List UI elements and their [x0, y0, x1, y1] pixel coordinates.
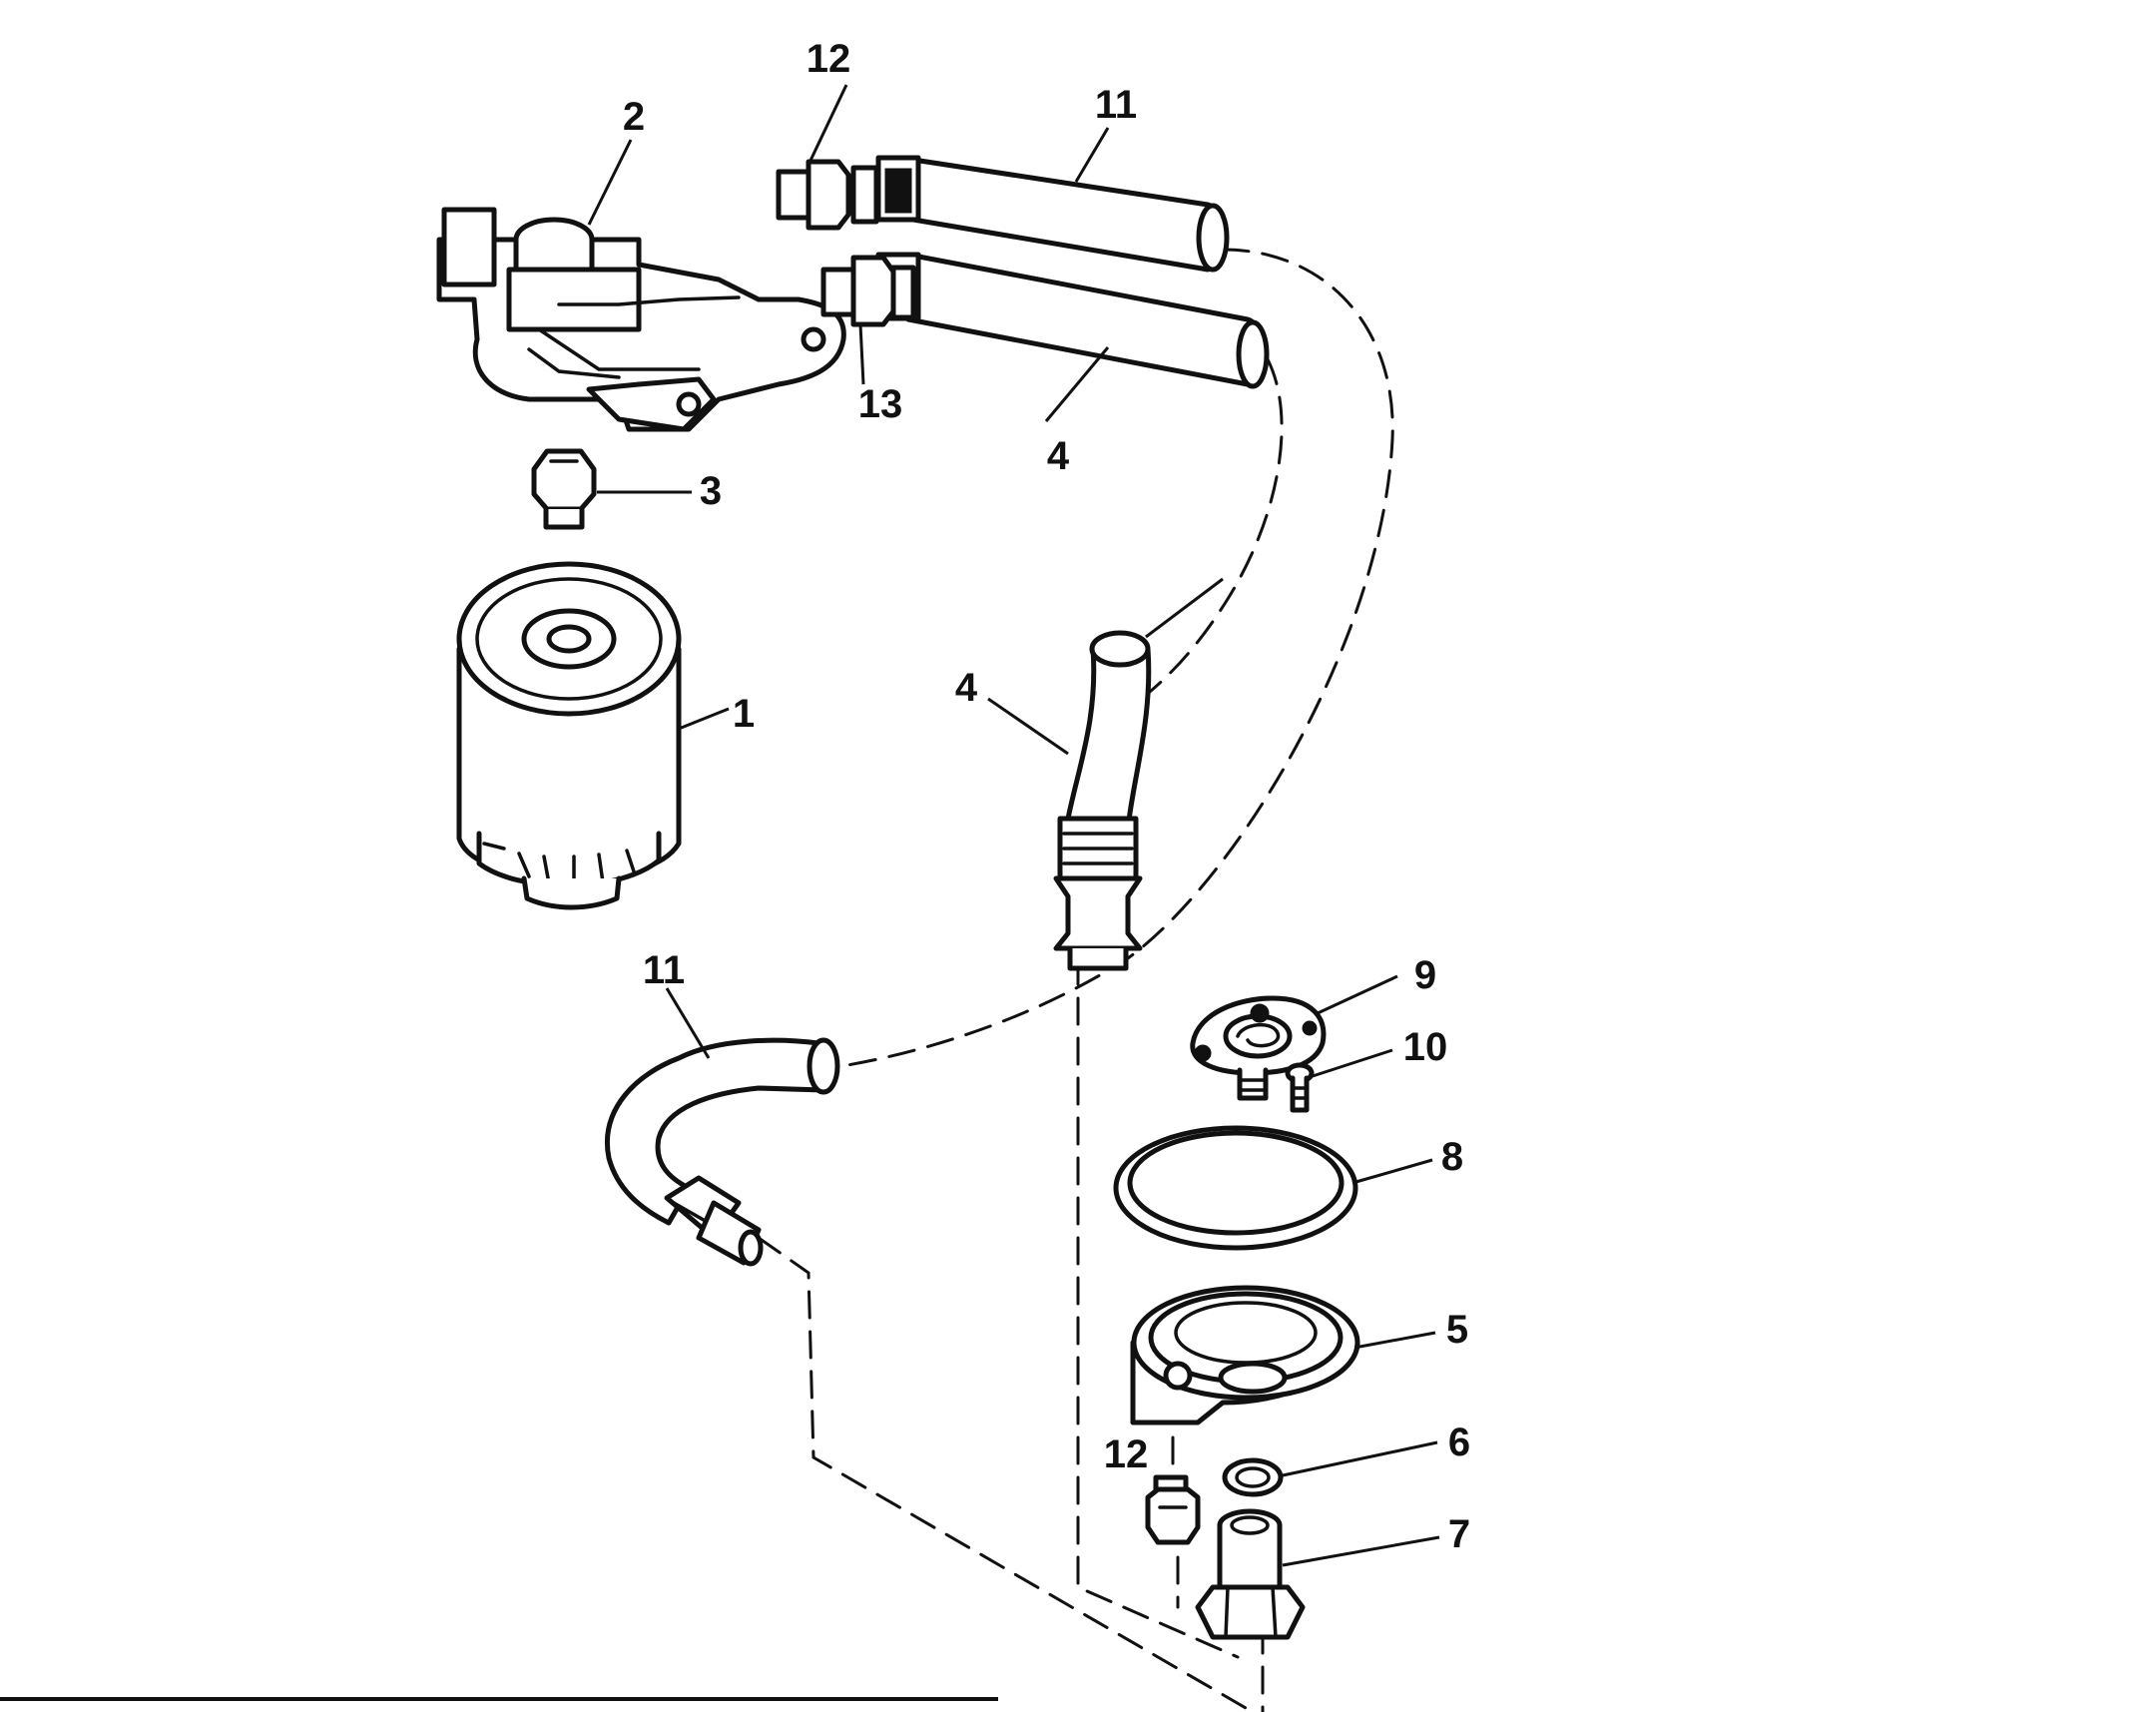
fitting-12-top: [776, 159, 879, 231]
callout-12-top: 12: [807, 37, 851, 81]
callout-1: 1: [733, 692, 755, 736]
callout-12-bottom: 12: [1104, 1432, 1149, 1476]
callout-3: 3: [700, 469, 722, 513]
callout-11-bottom: 11: [643, 948, 685, 992]
upper-hose-11: [875, 155, 1230, 273]
fitting-13-top: [820, 255, 916, 327]
center-bolt: [1195, 1508, 1306, 1640]
callout-4-top: 4: [1047, 434, 1070, 478]
callout-4-middle: 4: [955, 666, 978, 710]
adapter-nipple: [531, 448, 597, 530]
lower-hose-11: [605, 1037, 840, 1267]
callout-labels: 12 2 11 13 4 3 4 1 11 9 10 8 5 12 6 7: [623, 37, 1470, 1556]
routing-lines: [757, 248, 1394, 1712]
leader-lines: [587, 84, 1440, 1567]
filter-adapter-bracket: [436, 207, 846, 432]
callout-8: 8: [1441, 1135, 1463, 1179]
callout-10: 10: [1403, 1025, 1448, 1069]
callout-13: 13: [858, 382, 903, 426]
oil-filter: [456, 561, 682, 910]
fitting-12-bottom: [1145, 1474, 1201, 1545]
callout-6: 6: [1448, 1421, 1470, 1464]
washer: [1222, 1457, 1284, 1497]
callout-7: 7: [1448, 1512, 1470, 1556]
callout-11-top: 11: [1095, 83, 1137, 127]
sealing-ring: [1113, 1125, 1358, 1251]
callout-2: 2: [623, 95, 645, 139]
middle-hose-4: [1053, 630, 1152, 971]
callout-9: 9: [1414, 953, 1436, 997]
screw: [1285, 1062, 1315, 1113]
callout-5: 5: [1446, 1308, 1468, 1352]
thermostatic-valve: [1190, 995, 1327, 1101]
upper-hose-4: [875, 252, 1270, 389]
cooler-adapter: [1130, 1285, 1360, 1426]
